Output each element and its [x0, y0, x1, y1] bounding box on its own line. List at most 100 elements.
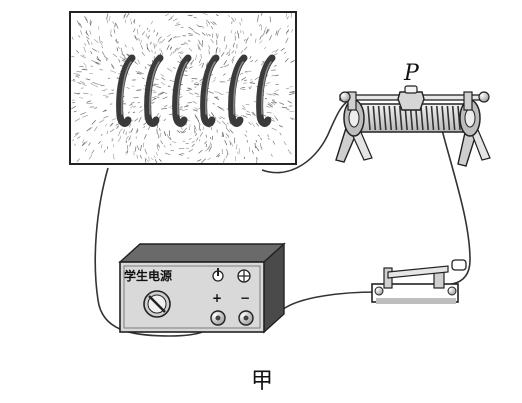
iron-filing	[176, 21, 180, 25]
iron-filing	[243, 82, 247, 84]
iron-filing	[142, 77, 145, 80]
iron-filing	[254, 76, 259, 81]
iron-filing	[240, 50, 244, 54]
iron-filing	[215, 97, 220, 101]
iron-filing	[118, 58, 121, 63]
iron-filing	[197, 45, 202, 51]
iron-filing	[220, 52, 225, 57]
iron-filing	[138, 71, 144, 75]
iron-filing	[274, 93, 279, 96]
iron-filing	[196, 32, 201, 36]
iron-filing	[276, 30, 279, 36]
iron-filing	[79, 96, 84, 99]
iron-filing	[186, 157, 190, 159]
iron-filing	[270, 153, 273, 158]
iron-filing	[200, 53, 202, 59]
iron-filing	[147, 34, 150, 39]
iron-filing	[205, 63, 208, 68]
iron-filing	[146, 47, 151, 53]
iron-filing	[172, 67, 176, 69]
iron-filing	[216, 120, 221, 124]
rheostat-wire-turn	[383, 105, 387, 131]
iron-filing	[212, 79, 216, 83]
iron-filing	[82, 54, 85, 57]
iron-filing	[167, 67, 173, 72]
iron-filing	[162, 96, 168, 100]
iron-filing	[229, 121, 232, 125]
iron-filing	[201, 25, 205, 29]
iron-filing	[141, 51, 145, 56]
iron-filing	[250, 60, 254, 63]
iron-filing	[166, 133, 169, 138]
iron-filing	[128, 135, 132, 141]
iron-filing	[202, 12, 208, 16]
iron-filing	[249, 55, 252, 59]
iron-filing	[168, 37, 172, 42]
iron-filing	[80, 112, 86, 116]
iron-filing	[209, 142, 212, 147]
iron-filing	[91, 119, 96, 125]
iron-filing	[264, 26, 267, 32]
iron-filing	[134, 118, 139, 122]
iron-filing	[77, 82, 81, 84]
rheostat-wire-turn	[388, 105, 392, 131]
iron-filing	[115, 39, 118, 44]
iron-filing	[198, 39, 201, 44]
iron-filing	[236, 114, 239, 117]
iron-filing	[109, 103, 113, 105]
iron-filing	[194, 114, 198, 119]
iron-filing	[176, 46, 181, 51]
iron-filing	[265, 28, 269, 35]
wire-coil-to-supply-plus	[94, 167, 219, 337]
iron-filing	[83, 62, 87, 67]
rheostat-slider-label: P	[403, 61, 420, 86]
iron-filing	[72, 139, 75, 142]
iron-filing	[240, 114, 246, 117]
iron-filing	[205, 32, 208, 37]
iron-filing	[263, 30, 266, 35]
iron-filing	[189, 14, 192, 17]
iron-filing	[245, 113, 252, 116]
iron-filing	[136, 154, 139, 159]
iron-filing	[185, 67, 189, 70]
iron-filing	[218, 92, 222, 95]
iron-filing	[81, 142, 85, 147]
iron-filing	[98, 35, 101, 42]
iron-filing	[118, 128, 123, 134]
iron-filing	[117, 132, 121, 137]
wire-rheostat-to-switch	[439, 121, 471, 285]
iron-filing	[124, 57, 127, 60]
iron-filing	[131, 79, 135, 82]
iron-filing	[121, 59, 125, 62]
iron-filing	[283, 51, 287, 54]
rheostat-wire-turn	[430, 105, 435, 131]
iron-filing	[161, 91, 168, 94]
iron-filing	[279, 102, 285, 105]
iron-filing	[156, 145, 159, 151]
iron-filing	[89, 30, 92, 35]
rheostat-wire-turn	[436, 105, 440, 131]
iron-filing	[279, 132, 282, 136]
iron-filing	[129, 18, 132, 21]
iron-filing	[85, 78, 91, 81]
iron-filing	[84, 66, 87, 69]
iron-filing	[232, 42, 235, 48]
iron-filing	[103, 149, 106, 153]
coil-turn	[172, 54, 192, 127]
switch-base-shadow	[376, 298, 456, 304]
iron-filing	[217, 154, 220, 158]
iron-filing	[130, 101, 135, 104]
power-supply-minus-terminal	[238, 310, 254, 326]
iron-filing	[74, 118, 81, 122]
iron-filing	[125, 131, 127, 135]
iron-filing	[214, 116, 217, 120]
iron-filing	[252, 111, 256, 117]
iron-filing	[79, 22, 83, 28]
iron-filing	[110, 34, 113, 38]
iron-filing	[184, 41, 189, 45]
iron-filing	[230, 29, 233, 34]
iron-filing	[92, 84, 99, 88]
iron-filing	[199, 132, 204, 137]
iron-filing	[100, 40, 103, 44]
iron-filing	[179, 106, 183, 108]
